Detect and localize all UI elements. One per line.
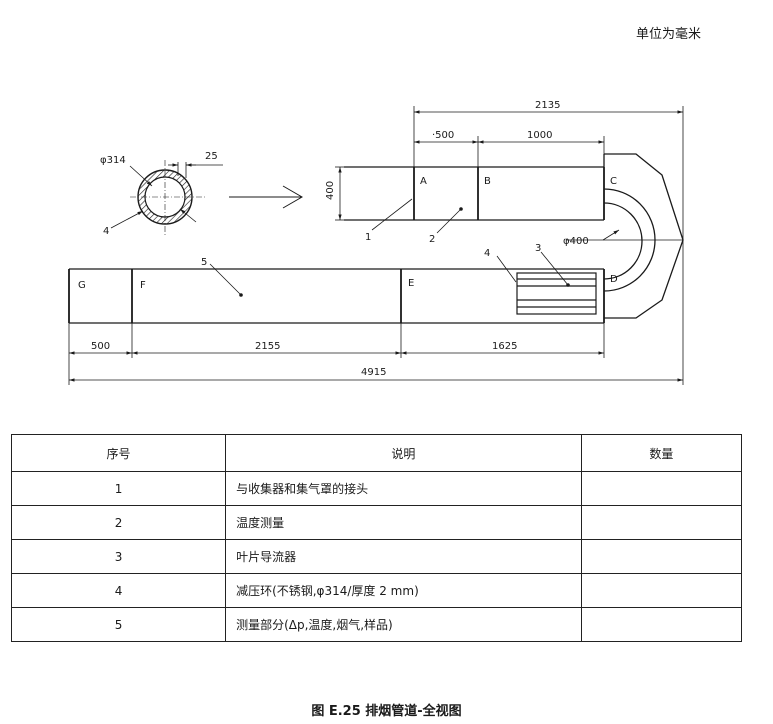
top-dimensions [335,106,684,240]
table-header-row: 序号 说明 数量 [10,434,743,472]
reducer-ring-section [110,160,223,236]
row-no: 2 [10,505,227,540]
dim-1625-bottom: 1625 [492,341,517,352]
callout-4-ring: 4 [103,226,109,237]
section-B: B [484,176,491,187]
view-arrow [229,185,303,209]
row-desc: 减压环(不锈钢,φ314/厚度 2 mm) [225,573,582,608]
table-row: 4 减压环(不锈钢,φ314/厚度 2 mm) [10,573,743,608]
header-no: 序号 [10,434,227,472]
section-A: A [420,176,427,187]
row-qty [580,573,743,608]
callout-1: 1 [365,232,371,243]
row-desc: 测量部分(Δp,温度,烟气,样品) [225,607,582,642]
callout-4-duct: 4 [484,248,490,259]
figure-caption: 图 E.25 排烟管道-全视图 [311,704,462,719]
section-D: D [610,274,618,285]
row-no: 4 [10,573,227,608]
duct-drawing: φ314 25 4 A B C D [68,100,684,385]
ring-thickness-label: 25 [205,151,218,162]
units-note: 单位为毫米 [636,27,702,42]
row-no: 3 [10,539,227,574]
row-qty [580,539,743,574]
callout-2: 2 [429,234,435,245]
parts-table: 序号 说明 数量 1 与收集器和集气罩的接头 2 温度测量 3 叶片导流器 4 … [10,434,743,642]
dim-500-bottom: 500 [91,341,110,352]
row-qty [580,607,743,642]
dim-height-400: 400 [325,181,336,200]
dim-overall-bottom: 4915 [361,367,386,378]
row-no: 5 [10,607,227,642]
section-F: F [140,280,146,291]
ring-diameter-label: φ314 [100,155,126,166]
dim-500-top: ·500 [432,130,454,141]
section-G: G [78,280,86,291]
table-row: 2 温度测量 [10,505,743,540]
header-desc: 说明 [225,434,582,472]
vane-guide [516,272,597,315]
row-no: 1 [10,471,227,506]
upper-duct [344,166,605,221]
row-desc: 温度测量 [225,505,582,540]
row-qty [580,505,743,540]
dim-2155-bottom: 2155 [255,341,280,352]
row-desc: 叶片导流器 [225,539,582,574]
callout-3: 3 [535,243,541,254]
row-desc: 与收集器和集气罩的接头 [225,471,582,506]
callout-5: 5 [201,257,207,268]
table-row: 1 与收集器和集气罩的接头 [10,471,743,506]
bend-diameter-label: φ400 [563,236,589,247]
row-qty [580,471,743,506]
lower-duct [68,268,605,324]
section-E: E [408,278,414,289]
dim-overall-top: 2135 [535,100,560,111]
table-row: 3 叶片导流器 [10,539,743,574]
table-row: 5 测量部分(Δp,温度,烟气,样品) [10,607,743,642]
bottom-dimensions [68,240,684,385]
dim-1000-top: 1000 [527,130,552,141]
header-qty: 数量 [580,434,743,472]
section-C: C [610,176,617,187]
callout-leaders [209,198,569,296]
